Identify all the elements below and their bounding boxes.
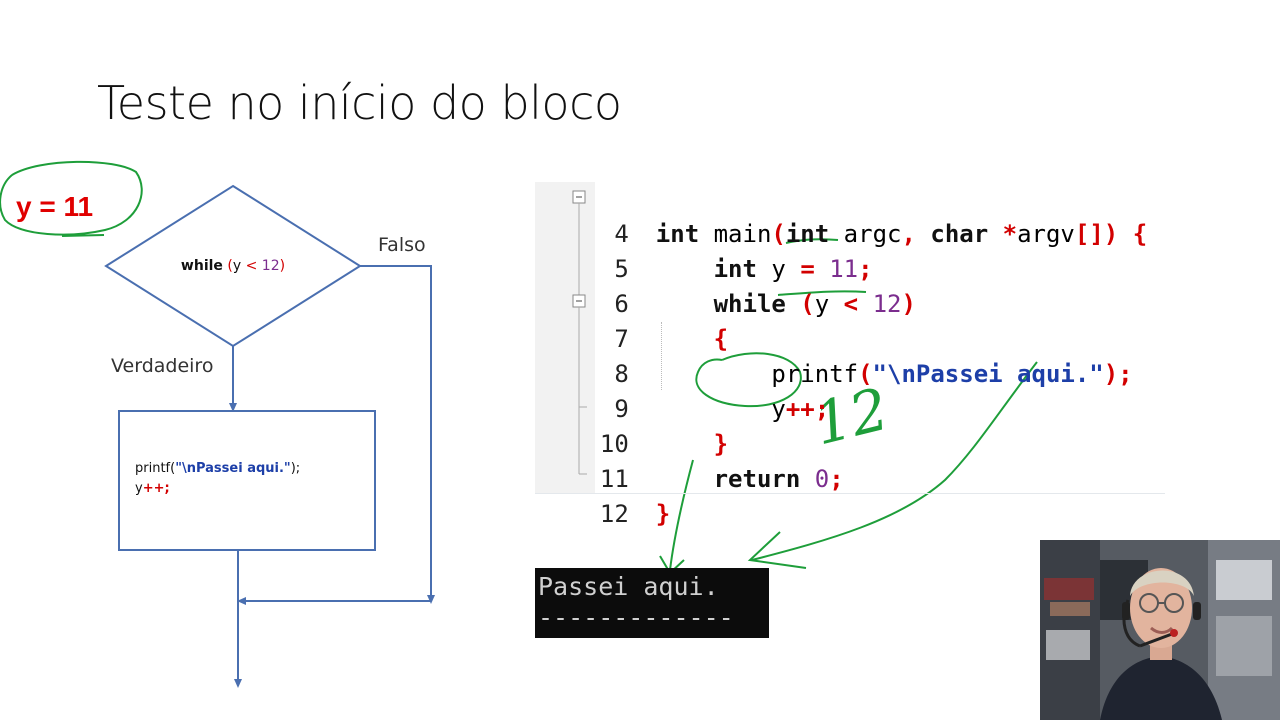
code-bottom-rule <box>535 493 1165 494</box>
ink-circle-increment <box>695 352 802 408</box>
code-line-9: 9 y++; <box>535 357 829 423</box>
process-line-increment: y++; <box>135 481 170 496</box>
annotation-circle <box>0 160 143 236</box>
console-output: Passei aqui.------------- <box>535 568 769 638</box>
process-box <box>118 410 376 551</box>
code-line-5: 5 int y = 11; <box>535 217 872 283</box>
webcam-feed-image <box>1040 540 1280 720</box>
indent-guide <box>661 322 662 390</box>
code-line-6: 6 while (y < 12) <box>535 252 916 318</box>
line-number: 11 <box>599 465 629 493</box>
ink-arrow-printf <box>751 361 1038 561</box>
ink-arrow-printf-head <box>747 531 807 569</box>
false-branch-label: Falso <box>378 234 426 256</box>
line-number: 9 <box>614 395 629 423</box>
code-line-8: 8 printf("\nPassei aqui."); <box>535 322 1132 388</box>
ink-underline-11 <box>785 238 839 244</box>
line-number: 10 <box>599 430 629 458</box>
code-line-10: 10 } <box>535 392 728 458</box>
code-line-11: 11 return 0; <box>535 427 844 493</box>
line-number: 4 <box>614 220 629 248</box>
presenter-webcam <box>1040 540 1280 720</box>
ink-arrow-return <box>669 459 694 571</box>
decision-condition: while (y < 12) <box>181 258 285 274</box>
fold-markers <box>572 190 587 475</box>
line-number: 5 <box>614 255 629 283</box>
true-branch-label: Verdadeiro <box>111 355 213 377</box>
line-gutter <box>535 182 595 494</box>
line-number: 7 <box>614 325 629 353</box>
line-number: 12 <box>599 500 629 528</box>
code-line-7: 7 { <box>535 287 728 353</box>
code-line-12: 12} <box>535 462 670 528</box>
console-separator: ------------- <box>538 603 734 632</box>
ink-underline-condition <box>777 290 867 296</box>
line-number: 8 <box>614 360 629 388</box>
process-line-printf: printf("\nPassei aqui."); <box>135 461 300 476</box>
line-number: 6 <box>614 290 629 318</box>
annotation-underline <box>61 234 105 237</box>
slide-title: Teste no início do bloco <box>97 76 622 130</box>
y-annotation: y = 11 <box>16 191 93 222</box>
false-branch-line <box>360 265 435 604</box>
console-line: Passei aqui. <box>538 572 719 601</box>
